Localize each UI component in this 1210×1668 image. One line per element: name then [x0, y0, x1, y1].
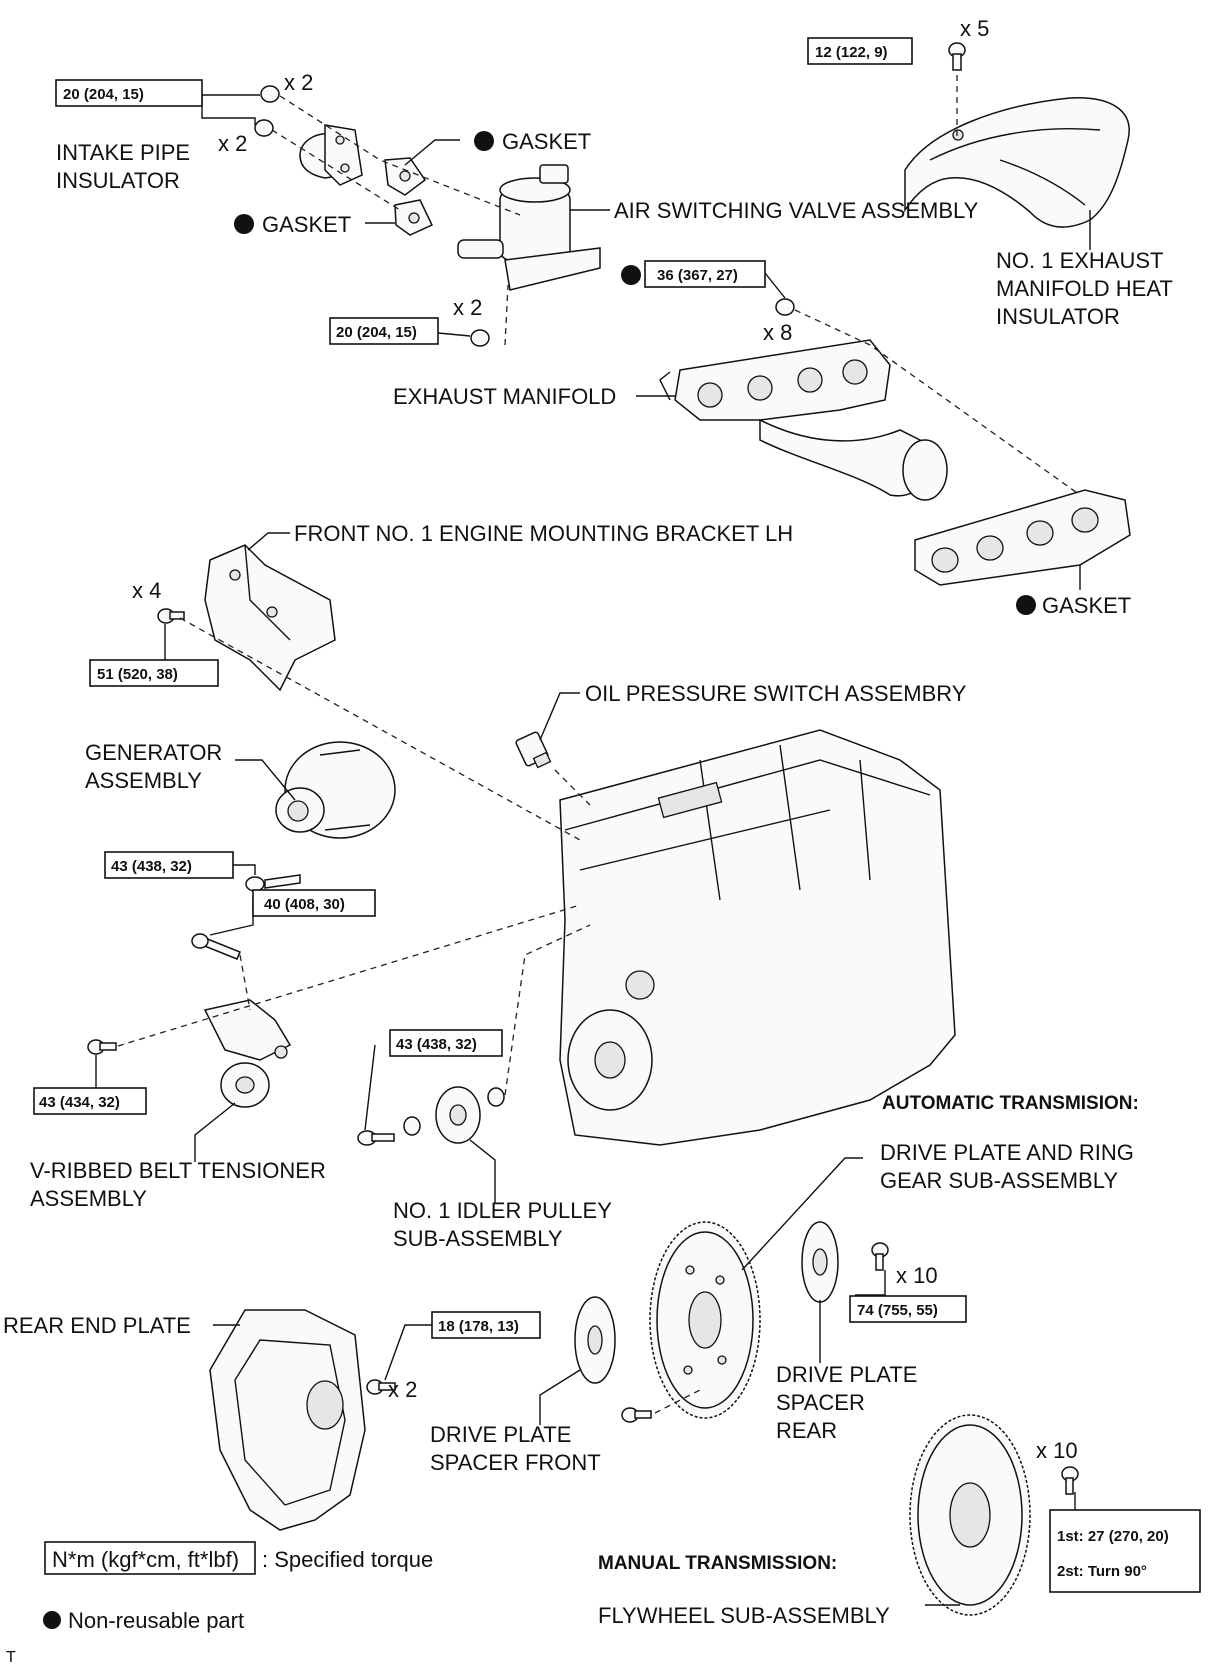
label-intake-pipe-insulator-2: INSULATOR: [56, 168, 180, 193]
torque-idler: 43 (438, 32): [396, 1036, 477, 1053]
nonreusable-dot-icon: [474, 131, 494, 151]
torque-intake-pipe: 20 (204, 15): [63, 86, 144, 103]
qty-drive-plate: x 10: [896, 1263, 938, 1288]
air-switching-valve-drawing: [457, 164, 601, 291]
label-gasket-upper: GASKET: [502, 129, 591, 154]
heat-insulator-bolt-drawing: [948, 42, 966, 71]
exhaust-manifold-drawing: [659, 339, 948, 501]
label-spacer-rear-3: REAR: [776, 1418, 837, 1443]
belt-tensioner-drawing: [203, 999, 292, 1108]
nonreusable-dot-icon: [43, 1611, 61, 1629]
label-intake-pipe-insulator-1: INTAKE PIPE: [56, 140, 190, 165]
legend-torque-units: N*m (kgf*cm, ft*lbf): [52, 1547, 239, 1572]
idler-pulley-drawing: [357, 1086, 505, 1146]
generator-drawing: [245, 741, 396, 892]
label-generator-2: ASSEMBLY: [85, 768, 202, 793]
drive-plate-spacer-front-drawing: [574, 1296, 616, 1384]
label-front-mount-bracket: FRONT NO. 1 ENGINE MOUNTING BRACKET LH: [294, 521, 793, 546]
label-idler-pulley-1: NO. 1 IDLER PULLEY: [393, 1198, 612, 1223]
label-exhaust-manifold: EXHAUST MANIFOLD: [393, 384, 616, 409]
qty-heat-insulator: x 5: [960, 16, 989, 41]
label-drive-plate-1: DRIVE PLATE AND RING: [880, 1140, 1134, 1165]
label-gasket-lower: GASKET: [262, 212, 351, 237]
qty-exhaust-manifold: x 8: [763, 320, 792, 345]
drive-plate-spacer-bolt-drawing: [871, 1242, 889, 1271]
corner-mark: T: [6, 1649, 16, 1666]
mount-bracket-bolt-drawing: [157, 608, 185, 624]
torque-valve-bracket: 20 (204, 15): [336, 324, 417, 341]
label-generator-1: GENERATOR: [85, 740, 222, 765]
torque-mount-bracket: 51 (520, 38): [97, 666, 178, 683]
torque-generator-bolt: 40 (408, 30): [264, 896, 345, 913]
drive-plate-drawing: [649, 1221, 761, 1419]
flywheel-drawing: [909, 1414, 1031, 1616]
qty-valve-bracket: x 2: [453, 295, 482, 320]
label-air-switching-valve: AIR SWITCHING VALVE ASSEMBLY: [614, 198, 979, 223]
label-oil-pressure-switch: OIL PRESSURE SWITCH ASSEMBRY: [585, 681, 967, 706]
engine-mounting-bracket-drawing: [204, 544, 336, 692]
label-gasket-exhaust: GASKET: [1042, 593, 1131, 618]
label-heat-insulator-3: INSULATOR: [996, 304, 1120, 329]
tensioner-bolt-drawing: [87, 1039, 117, 1055]
torque-boxes: 12 (122, 9) 20 (204, 15) 20 (204, 15) 36…: [33, 37, 1201, 1593]
torque-generator: 43 (438, 32): [111, 858, 192, 875]
intake-pipe-insulator-drawing: [299, 124, 363, 186]
exhaust-manifold-gasket-drawing: [914, 489, 1131, 586]
label-spacer-rear-2: SPACER: [776, 1390, 865, 1415]
drive-plate-spacer-rear-drawing: [801, 1221, 839, 1303]
heading-automatic-transmission: AUTOMATIC TRANSMISION:: [882, 1093, 1139, 1114]
legend-nonreusable-text: Non-reusable part: [68, 1608, 244, 1633]
gasket-upper-drawing: [384, 157, 427, 196]
qty-rear-end-plate: x 2: [388, 1377, 417, 1402]
label-belt-tensioner-2: ASSEMBLY: [30, 1186, 147, 1211]
flywheel-bolt-drawing: [1061, 1466, 1079, 1495]
label-spacer-front-2: SPACER FRONT: [430, 1450, 601, 1475]
qty-mount-bracket: x 4: [132, 578, 161, 603]
exhaust-manifold-nut-drawing: [775, 298, 795, 316]
torque-rear-end-plate: 18 (178, 13): [438, 1318, 519, 1335]
legend-torque-text: : Specified torque: [262, 1547, 433, 1572]
drive-plate-bolt-drawing: [621, 1407, 652, 1423]
label-flywheel: FLYWHEEL SUB-ASSEMBLY: [598, 1603, 890, 1628]
intake-nut-drawing: [254, 85, 280, 137]
qty-intake-pipe: x 2: [218, 131, 247, 156]
leader-lines: [95, 94, 1091, 1606]
torque-flywheel-2nd: 2st: Turn 90°: [1057, 1563, 1147, 1580]
assembly-dashed-lines: [117, 75, 1081, 1414]
gasket-lower-drawing: [394, 199, 434, 236]
torque-drive-plate: 74 (755, 55): [857, 1302, 938, 1319]
torque-tensioner: 43 (434, 32): [39, 1094, 120, 1111]
torque-heat-insulator: 12 (122, 9): [815, 44, 888, 61]
quantity-labels: x 2 x 2 x 2 x 5 x 8 x 4 x 2 x 10 x 10: [132, 16, 1078, 1463]
torque-flywheel-1st: 1st: 27 (270, 20): [1057, 1528, 1169, 1545]
label-rear-end-plate: REAR END PLATE: [3, 1313, 191, 1338]
qty-flywheel: x 10: [1036, 1438, 1078, 1463]
label-drive-plate-2: GEAR SUB-ASSEMBLY: [880, 1168, 1118, 1193]
valve-bracket-nut-drawing: [470, 329, 490, 347]
nonreusable-dot-icon: [1016, 595, 1036, 615]
nonreusable-dot-icon: [234, 214, 254, 234]
label-spacer-front-1: DRIVE PLATE: [430, 1422, 571, 1447]
label-spacer-rear-1: DRIVE PLATE: [776, 1362, 917, 1387]
generator-bolt-drawing: [191, 933, 241, 960]
rear-end-plate-drawing: [209, 1309, 366, 1531]
label-heat-insulator-1: NO. 1 EXHAUST: [996, 248, 1163, 273]
exhaust-manifold-heat-insulator-drawing: [904, 97, 1130, 228]
engine-block-drawing: [559, 729, 956, 1146]
legend: N*m (kgf*cm, ft*lbf) : Specified torque …: [6, 1541, 433, 1666]
nonreusable-dot-icon: [621, 265, 641, 285]
rear-end-plate-bolt-drawing: [366, 1379, 396, 1395]
oil-pressure-switch-drawing: [515, 731, 552, 769]
label-idler-pulley-2: SUB-ASSEMBLY: [393, 1226, 563, 1251]
label-heat-insulator-2: MANIFOLD HEAT: [996, 276, 1173, 301]
torque-exhaust-manifold: 36 (367, 27): [657, 267, 738, 284]
qty-intake-nut: x 2: [284, 70, 313, 95]
heading-manual-transmission: MANUAL TRANSMISSION:: [598, 1553, 837, 1574]
label-belt-tensioner-1: V-RIBBED BELT TENSIONER: [30, 1158, 326, 1183]
part-labels: INTAKE PIPE INSULATOR GASKET GASKET AIR …: [3, 129, 1173, 1628]
